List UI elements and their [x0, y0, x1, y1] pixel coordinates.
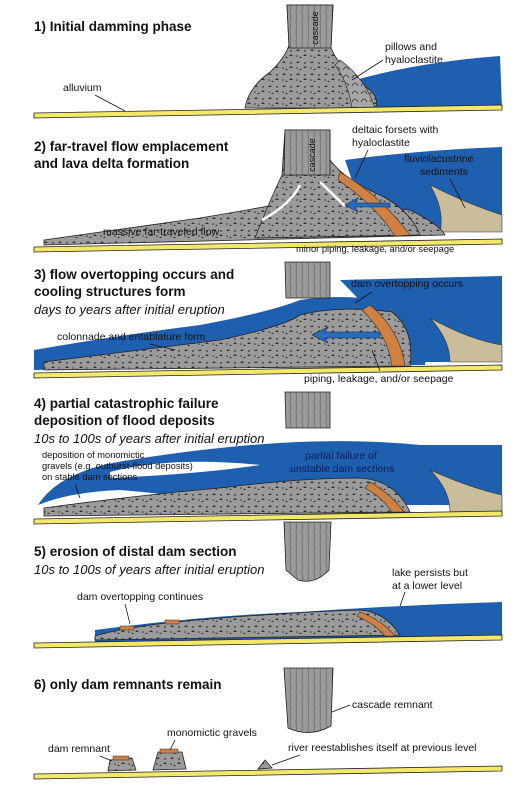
seepage-arrow	[344, 197, 391, 213]
cascade-remnant-label: cascade remnant	[352, 699, 433, 711]
fluvio-label: fluviolacustrine	[404, 153, 474, 165]
dam-body	[43, 308, 412, 371]
cascade	[284, 391, 331, 429]
massive-flow-label: massive far-traveled flow	[103, 226, 220, 238]
seepage-arrow	[311, 326, 381, 344]
flow-arrow	[261, 184, 302, 222]
ground	[33, 510, 503, 525]
deposition-label-2: gravels (e.g. outburst-flood deposits)	[42, 461, 193, 471]
dam-remnant	[107, 757, 137, 772]
panel-4: 4) partial catastrophic failure depositi…	[33, 391, 503, 525]
panel-5-subtitle: 10s to 100s of years after initial erupt…	[34, 562, 265, 577]
ground	[33, 634, 503, 649]
deltaic-forsets	[356, 611, 396, 637]
panel-3-title-line2: cooling structures form	[34, 284, 186, 299]
cascade-remnant	[283, 521, 332, 582]
gravels-label: monomictic gravels	[167, 727, 257, 739]
continues-label: dam overtopping continues	[77, 591, 203, 603]
ground	[33, 364, 503, 379]
lake-label-2: at a lower level	[392, 580, 462, 592]
sediments-label: sediments	[420, 166, 468, 178]
overtopping-label: dam overtopping occurs	[351, 278, 463, 290]
sediments	[429, 469, 503, 513]
failure-label-2: unstable dam sections	[290, 463, 394, 475]
panel-4-subtitle: 10s to 100s of years after initial erupt…	[34, 431, 265, 446]
cascade	[286, 4, 334, 49]
lake-label: lake persists but	[392, 567, 468, 579]
flood-channel	[110, 461, 260, 478]
alluvium-label: alluvium	[63, 82, 102, 94]
dam-remnant-label: dam remnant	[48, 743, 110, 755]
gravel-deposit	[112, 755, 130, 761]
panel-1-title: 1) Initial damming phase	[34, 19, 192, 34]
ground	[33, 765, 503, 780]
dam-remnant-small	[257, 759, 273, 770]
gravel-deposit	[159, 748, 179, 754]
cascade-remnant	[283, 667, 334, 733]
deltaic-label: deltaic forsets with	[352, 124, 439, 136]
panel-5: 5) erosion of distal dam section 10s to …	[33, 521, 503, 649]
panel-2-title-line2: and lava delta formation	[34, 156, 189, 171]
piping-label: piping, leakage, and/or seepage	[304, 373, 454, 385]
hyaloclastite-label: hyaloclastite	[385, 54, 443, 66]
failure-label: partial failure of	[305, 450, 377, 462]
ground	[33, 238, 503, 253]
colonnade-label: colonnade and entablature form	[57, 331, 206, 343]
gravel-deposit	[119, 625, 135, 631]
panel-2: 2) far-travel flow emplacement and lava …	[33, 124, 503, 254]
panel-3: 3) flow overtopping occurs and cooling s…	[33, 261, 503, 385]
panel-6-title: 6) only dam remnants remain	[34, 677, 222, 692]
panel-2-title-line1: 2) far-travel flow emplacement	[34, 139, 229, 154]
sediments	[429, 317, 503, 363]
cascade	[284, 261, 331, 299]
cascade-label: cascade	[307, 138, 317, 172]
gravel-deposit	[164, 619, 180, 625]
dam-body	[94, 609, 401, 641]
cascade-label: cascade	[310, 11, 320, 45]
sediments	[429, 184, 503, 233]
panel-3-title-line1: 3) flow overtopping occurs and	[34, 267, 234, 282]
cascade	[283, 129, 331, 176]
minor-piping-label: minor piping, leakage, and/or seepage	[296, 244, 454, 254]
pillows-label: pillows and	[385, 41, 437, 53]
lake-water	[355, 56, 502, 108]
panel-4-title-line2: deposition of flood deposits	[34, 413, 215, 428]
alluvium-ground	[33, 104, 503, 119]
panel-1: 1) Initial damming phase cascade pillows…	[33, 4, 503, 119]
flow-arrow	[319, 181, 346, 207]
deltaic-forsets	[364, 481, 405, 513]
panel-6: 6) only dam remnants remain cascade remn…	[33, 667, 503, 780]
deposition-label: deposition of monomictic	[42, 450, 145, 460]
panel-4-title-line1: 4) partial catastrophic failure	[34, 396, 219, 411]
dam-body	[43, 477, 411, 517]
panel-3-subtitle: days to years after initial eruption	[34, 302, 225, 317]
river-label: river reestablishes itself at previous l…	[288, 742, 477, 754]
dam-remnant	[152, 751, 187, 771]
deltaic-label-2: hyaloclastite	[352, 137, 410, 149]
panel-5-title: 5) erosion of distal dam section	[34, 544, 237, 559]
deposition-label-3: on stable dam sections	[42, 472, 137, 482]
deltaic-forsets	[361, 304, 406, 367]
